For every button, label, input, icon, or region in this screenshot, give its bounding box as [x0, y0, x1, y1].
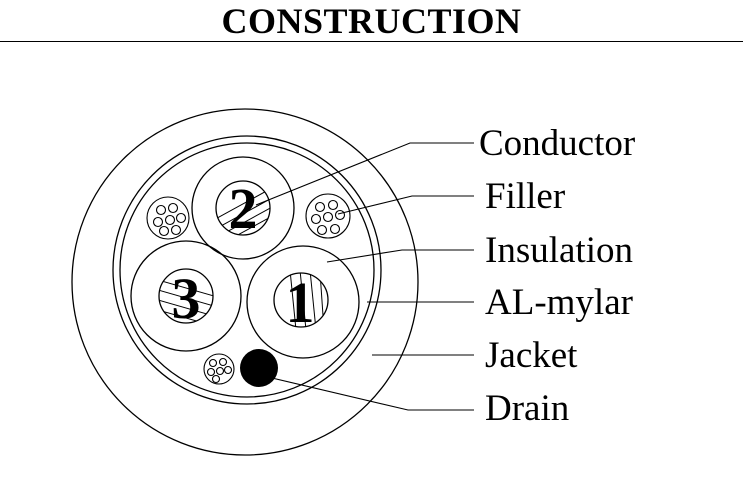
- jacket-outer-circle: [71, 108, 419, 456]
- conductor-3-hatch: [159, 279, 213, 323]
- label-conductor: Conductor: [479, 123, 635, 164]
- al-mylar-inner-circle: [119, 142, 375, 398]
- label-filler: Filler: [485, 176, 565, 217]
- insulation-core-1: [246, 245, 360, 359]
- core-1-number: 1: [286, 270, 315, 335]
- filler-right: [305, 193, 351, 239]
- core-2-number: 2: [229, 176, 258, 241]
- title-divider: [0, 41, 743, 42]
- core-3-number: 3: [172, 266, 201, 331]
- label-drain: Drain: [485, 388, 569, 429]
- diagram-title: CONSTRUCTION: [221, 1, 522, 41]
- label-jacket: Jacket: [485, 335, 578, 376]
- drain-wire: [240, 349, 278, 387]
- insulation-core-3: [130, 240, 242, 352]
- al-mylar-outer-circle: [112, 135, 382, 405]
- label-al-mylar: AL-mylar: [485, 282, 633, 323]
- insulation-core-2: [191, 156, 295, 260]
- filler-left: [146, 196, 190, 240]
- label-insulation: Insulation: [485, 230, 633, 271]
- conductor-leader-line: [255, 142, 474, 206]
- filler-bottom: [203, 353, 235, 385]
- insulation-leader-line: [326, 249, 474, 263]
- filler-leader-line: [337, 195, 474, 215]
- conductor-core-1: [273, 272, 329, 328]
- drain-leader-line: [271, 377, 474, 411]
